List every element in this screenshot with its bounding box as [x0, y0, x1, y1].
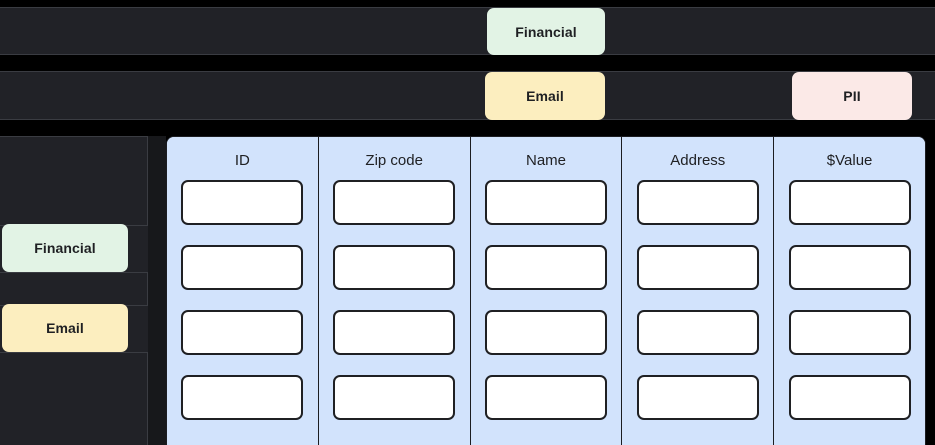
table-column-zip-code[interactable]: Zip code — [318, 137, 471, 445]
column-header-value: $Value — [826, 152, 873, 169]
table-cell[interactable] — [636, 310, 759, 355]
table-cell[interactable] — [788, 310, 911, 355]
table-cell[interactable] — [484, 180, 607, 225]
table-cell[interactable] — [636, 245, 759, 290]
table-cell[interactable] — [333, 245, 456, 290]
table-cell[interactable] — [788, 375, 911, 420]
table-cell[interactable] — [788, 180, 911, 225]
column-cells-address — [622, 175, 773, 420]
table-cell[interactable] — [636, 375, 759, 420]
table-cell[interactable] — [333, 180, 456, 225]
table-cell[interactable] — [788, 245, 911, 290]
table-cell[interactable] — [636, 180, 759, 225]
column-cells-value — [774, 175, 925, 420]
table-cell[interactable] — [484, 245, 607, 290]
data-table: ID Zip code Name — [166, 136, 926, 445]
table-column-address[interactable]: Address — [622, 137, 775, 445]
table-cell[interactable] — [484, 310, 607, 355]
table-cell[interactable] — [333, 310, 456, 355]
table-column-id[interactable]: ID — [167, 137, 319, 445]
column-cells-name — [471, 175, 622, 420]
tag-row-1 — [0, 7, 935, 55]
column-cells-zip-code — [319, 175, 470, 420]
table-cell[interactable] — [181, 180, 304, 225]
table-column-name[interactable]: Name — [470, 137, 623, 445]
table-cell[interactable] — [333, 375, 456, 420]
sidebar-item-financial[interactable]: Financial — [2, 224, 128, 272]
tag-chip-email-row2[interactable]: Email — [485, 72, 605, 120]
sidebar-item-email[interactable]: Email — [2, 304, 128, 352]
column-header-zip-code: Zip code — [365, 152, 423, 169]
table-column-value[interactable]: $Value — [774, 137, 925, 445]
sidebar-gutter — [148, 136, 166, 445]
column-cells-id — [167, 175, 318, 420]
table-cell[interactable] — [181, 245, 304, 290]
table-cell[interactable] — [181, 375, 304, 420]
sidebar-panel — [0, 136, 148, 445]
column-header-address: Address — [670, 152, 726, 169]
table-cell[interactable] — [484, 375, 607, 420]
table-cell[interactable] — [181, 310, 304, 355]
tag-row-2 — [0, 71, 935, 120]
tag-chip-pii-row2[interactable]: PII — [792, 72, 912, 120]
column-header-id: ID — [234, 152, 250, 169]
tag-chip-financial-row1[interactable]: Financial — [487, 8, 605, 55]
column-header-name: Name — [525, 152, 566, 169]
